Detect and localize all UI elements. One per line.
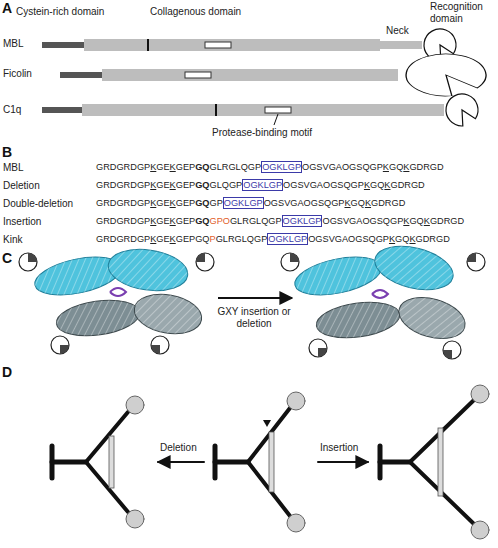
domain-bars — [42, 39, 444, 125]
recognition-domain — [440, 88, 483, 130]
panel-letter: D — [2, 364, 12, 380]
protein-name: Ficolin — [3, 68, 32, 80]
panel-letter: B — [2, 144, 12, 160]
protein-name: C1q — [3, 104, 21, 116]
orientation-icon — [281, 253, 299, 271]
orientation-icon — [196, 253, 214, 271]
orientation-icon — [19, 253, 37, 271]
sequence: GRDGRDGPKGEKGEPGQGLQGPOGKLGPOGSVGAOGSQGP… — [96, 180, 425, 191]
orientation-icon — [51, 336, 69, 354]
variant-name: Deletion — [3, 180, 40, 192]
variant-name: MBL — [3, 162, 24, 174]
arrow-label: Deletion — [160, 442, 197, 454]
recognition-domains — [391, 23, 498, 130]
arrow-label: Insertion — [320, 442, 358, 454]
arrow-label: GXY insertion or deletion — [206, 306, 302, 329]
orientation-icon — [467, 253, 485, 271]
y-shapes — [52, 385, 489, 539]
sequence: GRDGRDGPKGEKGEPGQGPOGKLGPOGSVGAOGSQGPKGQ… — [96, 198, 405, 209]
recognition-domain — [391, 46, 498, 102]
orientation-icons — [19, 253, 485, 359]
variant-name: Double-deletion — [3, 198, 73, 210]
orientation-icon — [443, 341, 461, 359]
domain-label: Recognition domain — [430, 1, 494, 24]
motif-label: Protease-binding motif — [212, 127, 312, 139]
sequence: GRDGRDGPKGEKGEPGQGPOGLRGLQGPOGKLGPOGSVGA… — [96, 216, 464, 227]
orientation-icon — [151, 336, 169, 354]
protein-structures — [31, 239, 469, 346]
panel-letter: A — [2, 0, 12, 16]
variant-name: Kink — [3, 234, 22, 246]
domain-label: Neck — [386, 25, 409, 37]
sequence: GRDGRDGPKGEKGEPGQGLRGLQGPOGKLGPOGSVGAOGS… — [96, 162, 444, 173]
domain-label: Cystein-rich domain — [16, 6, 104, 18]
variant-name: Insertion — [3, 216, 41, 228]
protein-name: MBL — [3, 38, 24, 50]
panel-letter: C — [2, 250, 12, 266]
orientation-icon — [309, 339, 327, 357]
sequence: GRDGRDGPKGEKGEPGQPGLRGLQGPOGKLGPOGSVGAOG… — [96, 234, 450, 245]
domain-label: Collagenous domain — [150, 6, 241, 18]
